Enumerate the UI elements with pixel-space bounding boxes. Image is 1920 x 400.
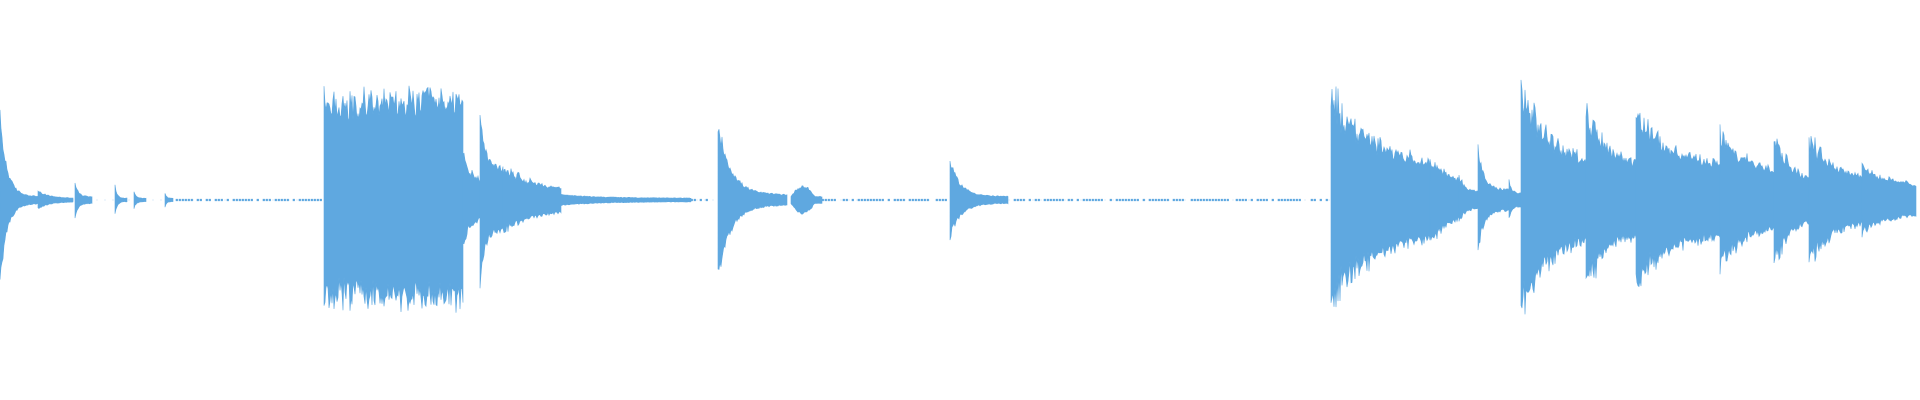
waveform-segment: [1508, 179, 1522, 218]
waveform-segment: [1330, 86, 1431, 308]
waveform-segment: [1773, 138, 1810, 264]
waveform-segment: [1635, 112, 1721, 288]
waveform-segment: [462, 152, 481, 245]
waveform-segment: [133, 191, 147, 209]
waveform-segment: [1458, 174, 1479, 222]
waveform-segment: [1520, 79, 1587, 315]
waveform-segment: [323, 85, 464, 313]
waveform-segment: [37, 190, 74, 210]
waveform-segment: [1585, 103, 1637, 280]
waveform-segment: [0, 109, 39, 280]
waveform-segment: [790, 185, 823, 215]
waveform-segment: [1719, 124, 1775, 275]
waveform-segment: [74, 182, 93, 219]
waveform-segment: [1808, 135, 1863, 263]
waveform-segment: [1477, 144, 1510, 251]
waveform-segment: [821, 198, 947, 202]
waveform-segment: [114, 184, 128, 214]
waveform-segment: [175, 198, 322, 202]
waveform-segment: [164, 193, 174, 208]
waveform-segment: [502, 168, 562, 234]
waveform-segment: [1429, 159, 1460, 241]
waveform-segment: [690, 198, 708, 202]
waveform-segment: [949, 160, 1009, 241]
waveform-path-group: [0, 79, 1920, 315]
waveform-segment: [560, 194, 692, 206]
waveform-segment: [1013, 198, 1328, 202]
waveform-segment: [717, 129, 788, 270]
waveform-segment: [1861, 162, 1917, 238]
waveform-segment: [479, 114, 504, 289]
